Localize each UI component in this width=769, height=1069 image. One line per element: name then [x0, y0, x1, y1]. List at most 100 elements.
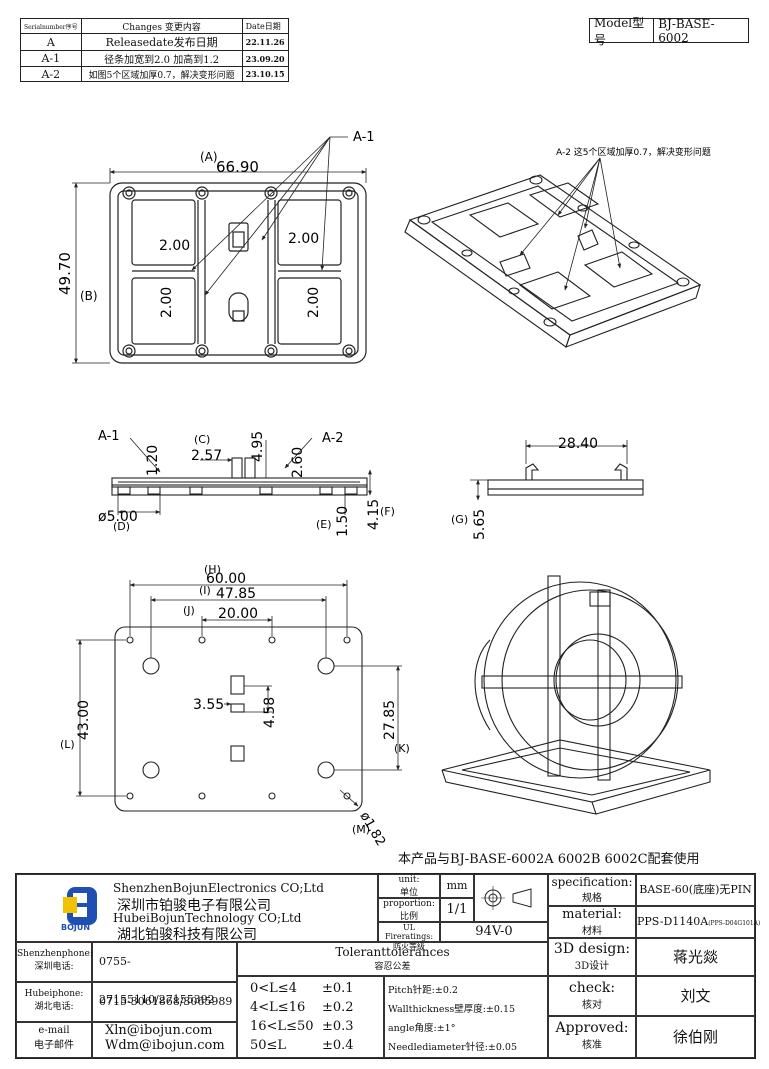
callout-a1: A-1: [98, 429, 120, 444]
email-cell: Xln@ibojun.com Wdm@ibojun.com: [92, 1022, 237, 1058]
check-value: 刘文: [636, 976, 755, 1016]
tol-title-cn: 容忍公差: [374, 962, 411, 972]
tol-range: 50≤L: [250, 1038, 287, 1053]
sz-phone-label-cn: 深圳电话:: [34, 962, 74, 972]
tol-needle: Needlediameter针径:±0.05: [388, 1042, 518, 1053]
side-view-dims: [117, 437, 372, 515]
material-label-cn: 材料: [582, 926, 602, 937]
dim-120: 1.20: [145, 445, 161, 476]
email-label-cn: 电子邮件: [34, 1040, 74, 1051]
title-block: BOJUN ShenzhenBojunElectronics CO;Ltd 深圳…: [15, 873, 760, 1059]
dim-ref-i: (I): [199, 584, 211, 597]
approved-label-cn: 核准: [582, 1040, 602, 1051]
dim-415: 4.15: [366, 499, 382, 530]
hb-phone-label-cn: 湖北电话:: [34, 1002, 74, 1012]
approved-value: 徐伯刚: [636, 1016, 755, 1058]
dim-rib: 2.00: [159, 287, 175, 318]
tol-range: 4<L≤16: [250, 1000, 306, 1015]
company-cn-1: 深圳市铂骏电子有限公司: [117, 898, 271, 914]
dim-ref-d: (D): [113, 520, 130, 533]
unit-label-cn: 单位: [399, 888, 418, 898]
side-view-2-dims: [470, 440, 628, 501]
dim-150: 1.50: [335, 506, 351, 537]
tol-range: 16<L≤50: [250, 1019, 314, 1034]
tol-value: ±0.3: [322, 1019, 354, 1034]
email-label: e-mail: [38, 1025, 70, 1036]
material-value: PPS-D1140A: [637, 915, 709, 928]
tol-title-cell: Toleranttolerances 容忍公差: [237, 942, 548, 976]
dim-ref-e: (E): [316, 518, 332, 531]
proportion-label: proportion:: [383, 899, 435, 909]
projection-symbol: [474, 874, 548, 922]
company-en-2: HubeiBojunTechnology CO;Ltd: [113, 911, 302, 925]
email-2[interactable]: Wdm@ibojun.com: [105, 1038, 225, 1053]
hb-phone: 0715-3061868/3065989: [92, 982, 237, 1022]
revision-table: Serialnumber序号 Changes 变更内容 Date日期 A Rel…: [20, 18, 289, 82]
company-cn-2: 湖北铂骏科技有限公司: [117, 927, 257, 943]
fire-label-cn: 防火等级: [393, 942, 425, 951]
check-label-cn: 核对: [582, 1000, 602, 1011]
dim-4785: 47.85: [216, 586, 256, 602]
spec-label: specification:: [551, 875, 633, 889]
callout-a1: A-1: [353, 130, 375, 145]
proportion-label-cell: proportion: 比例: [378, 898, 440, 922]
dim-565: 5.65: [472, 509, 488, 540]
spec-value: BASE-60(底座)无PIN: [636, 874, 755, 906]
tol-notes: Pitch针距:±0.2 Wallthickness壁厚度:±0.15 angl…: [384, 976, 548, 1058]
proportion-label-cn: 比例: [399, 912, 418, 922]
fire-label: UL Fireratings:: [384, 923, 434, 941]
check-label-cell: check: 核对: [548, 976, 636, 1016]
material-label-cell: material: 材料: [548, 906, 636, 938]
usage-note: 本产品与BJ-BASE-6002A 6002B 6002C配套使用: [398, 852, 700, 867]
dim-rib: 2.00: [159, 238, 190, 254]
tol-range: 0<L≤4: [250, 981, 297, 996]
dim-4300: 43.00: [76, 700, 92, 740]
tol-title: Toleranttolerances: [335, 945, 450, 959]
unit-label-cell: unit: 单位: [378, 874, 440, 898]
email-label-cell: e-mail 电子邮件: [16, 1022, 92, 1058]
fire-value: 94V-0: [440, 922, 548, 942]
tol-value: ±0.4: [322, 1038, 354, 1053]
dim-ref-h: (H): [204, 563, 221, 576]
assembly-view: [441, 575, 711, 815]
hb-phone-label-cell: Hubeiphone: 湖北电话:: [16, 982, 92, 1022]
email-1[interactable]: Xln@ibojun.com: [105, 1023, 213, 1038]
material-cell: PPS-D1140A(PPS-D04G101A): [636, 906, 760, 938]
iso-note: A-2 这5个区域加厚0.7，解决变形问题: [556, 146, 711, 158]
rev-change: 如图5个区域加厚0.7，解决变形问题: [80, 66, 243, 82]
sz-phone: 0755-27155110/27155392: [92, 942, 237, 1006]
logo: BOJUN: [61, 885, 101, 935]
model-box: Model型号 BJ-BASE-6002: [589, 16, 749, 47]
dim-ref-l: (L): [60, 738, 75, 751]
sz-phone-label: Shenzhenphone:: [17, 949, 93, 959]
iso-leaders: [519, 157, 622, 291]
tol-pitch: Pitch针距:±0.2: [388, 985, 458, 996]
proportion-value: 1/1: [440, 898, 474, 922]
dim-ref-m: (M): [352, 823, 370, 836]
unit-value: mm: [440, 874, 474, 898]
dim-ref-j: (J): [183, 604, 195, 617]
dim-495: 4.95: [250, 431, 266, 462]
dim-458: 4.58: [262, 697, 278, 728]
side-view-2: [487, 463, 644, 496]
top-view: [109, 182, 367, 364]
dim-6000: 60.00: [206, 571, 246, 587]
company-cell: BOJUN ShenzhenBojunElectronics CO;Ltd 深圳…: [16, 874, 378, 943]
dim-ref-f: (F): [380, 505, 395, 518]
dim-rib: 2.00: [306, 287, 322, 318]
dim-ref-g: (G): [451, 513, 468, 526]
spec-label-cell: specification: 规格: [548, 874, 636, 906]
design-value: 蒋光燚: [636, 938, 755, 976]
callout-a2: A-2: [322, 431, 344, 446]
tol-ranges: 0<L≤4±0.1 4<L≤16±0.2 16<L≤50±0.3 50≤L±0.…: [237, 976, 384, 1058]
dim-260: 2.60: [290, 447, 306, 478]
dim-ref-c: (C): [194, 433, 210, 446]
rev-change: Releasedate发布日期: [80, 33, 243, 51]
material-note: (PPS-D04G101A): [708, 920, 761, 927]
tol-wall: Wallthickness壁厚度:±0.15: [388, 1004, 516, 1015]
logo-text: BOJUN: [61, 923, 91, 932]
drawing-canvas: (A) 66.90 A-1 2.00 2.00 (B) 49.70 2.00 2…: [56, 130, 711, 849]
tol-value: ±0.1: [322, 981, 354, 996]
sz-phone-label-cell: Shenzhenphone: 深圳电话:: [16, 942, 93, 982]
bojun-logo-icon: [63, 887, 97, 925]
